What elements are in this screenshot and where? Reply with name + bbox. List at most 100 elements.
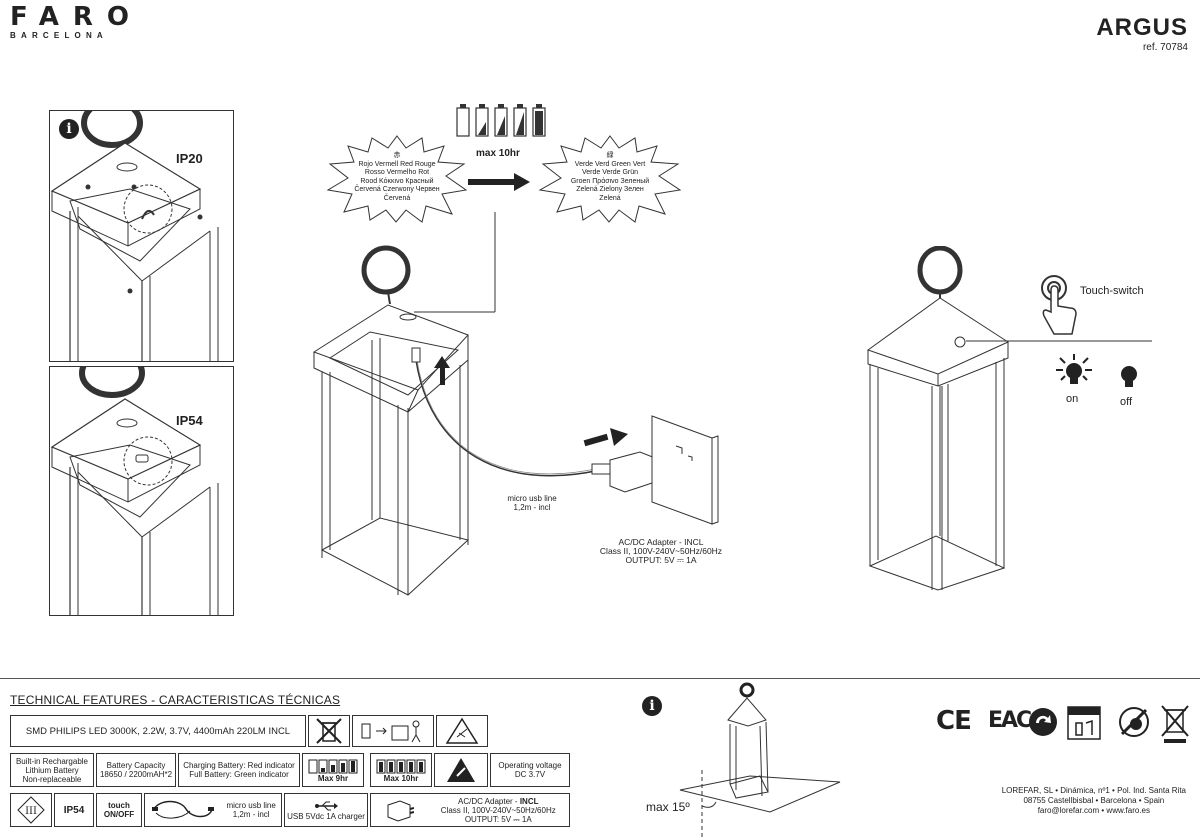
light-on-icon [1056,354,1092,384]
tilt-drawing [679,682,841,837]
tech-recycle-cell [352,715,434,747]
brand-city: BARCELONA [10,31,108,40]
tech-usb-line-length: 1,2m - incl [232,810,270,819]
product-name: ARGUS [1096,14,1188,41]
brand-name: FARO [10,2,144,32]
touch-label: touch [108,801,130,810]
lantern-closeup-ip54-drawing [50,367,219,615]
burst-shape-icon [326,135,468,223]
rohs-compliant-icon [1119,707,1149,737]
tech-warning-cell [436,715,488,747]
adapter-output: OUTPUT: 5V ⎓ 1A [625,555,697,565]
class-iii-icon: III [17,796,45,824]
touch-switch-label: Touch-switch [1080,285,1144,297]
address-line-2: 08755 Castellbisbal • Barcelona • Spain [1023,796,1165,805]
green-text-line-4: Groen Πράσινο Зеленый [570,177,650,185]
usb-charger-label: USB 5Vdc 1A charger [287,811,365,821]
charging-indicator-green: Full Battery: Green indicator [189,770,289,779]
ce-mark-icon: CE [936,706,972,736]
battery-capacity-value: 18650 / 2200mAH*2 [99,770,173,779]
light-off-icon [1121,366,1137,387]
tech-title: TECHNICAL FEATURES - CARACTERISTICAS TÉC… [10,693,341,707]
red-text-line-5: Červená Czerwony Червен [354,186,440,193]
red-text-line-2: Rojo Vermell Red Rouge [358,160,436,168]
green-text-line-1: 緑 [606,152,614,159]
adapter-label: AC/DC Adapter - INCL [618,537,704,547]
battery-levels-icon [456,104,546,137]
voltage-label: Operating voltage [498,761,562,770]
tech-usb-line-label: micro usb line [226,801,276,810]
company-address: LOREFAR, SL • Dinámica, nº1 • Pol. Ind. … [1002,786,1186,816]
red-text-line-1: 赤 [393,152,401,159]
light-on-label: on [1066,393,1079,405]
tech-class-iii-cell: III [10,793,52,827]
tech-max9-cell: Max 9hr [302,753,364,787]
tech-esd-cell [434,753,488,787]
adapter-class: Class II, 100V-240V~50Hz/60Hz [599,546,723,556]
usb-icon [315,801,338,810]
light-off-label: off [1120,396,1133,408]
ip54-panel: IP54 [49,366,234,616]
red-text-line-3: Rosso Vermelho Rot [364,169,430,176]
info-icon: i [642,696,662,716]
address-line-3: faro@lorefar.com • www.faro.es [1037,806,1150,815]
battery-type-2: Lithium Battery [25,765,79,775]
section-divider [0,678,1200,679]
green-text-line-2: Verde Verd Green Vert [574,160,646,168]
tech-adapter-incl: INCL [519,796,539,806]
no-trash-icon [316,718,342,744]
tilt-label: max 15º [646,800,690,814]
battery-levels-icon [376,759,426,773]
tech-adapter-output: OUTPUT: 5V ⎓ 1A [464,814,532,824]
arrow-right-icon [468,173,530,191]
green-text-line-5: Zelená Zielony Зелен [576,186,644,193]
esd-warning-icon [447,758,475,782]
ip20-panel: i IP20 [49,110,234,362]
tech-adapter-title: AC/DC Adapter - [458,796,520,806]
green-text-line-6: Zelená [599,194,621,202]
brand-logo: FARO BARCELONA [10,4,143,40]
red-text-line-4: Rood Κόκκινο Красный [360,177,434,185]
usb-line-length: 1,2m - incl [513,503,551,512]
max-10hr-label: Max 10hr [383,773,419,783]
rohs-recycle-icon [1029,708,1057,736]
lantern-touch-drawing [866,246,1152,591]
ip54-label: IP54 [176,413,203,428]
tech-max10-cell: Max 10hr [370,753,432,787]
voltage-value: DC 3.7V [514,770,546,779]
usb-cable-icon [152,800,215,819]
burst-shape-icon [538,135,682,223]
touch-hand-icon [1041,275,1077,335]
eac-mark-icon: EAC [988,708,1032,733]
tech-no-trash-cell [308,715,350,747]
battery-capacity-label: Battery Capacity [106,761,166,770]
svg-text:III: III [25,806,37,817]
usb-line-label: micro usb line [507,494,557,503]
address-line-1: LOREFAR, SL • Dinámica, nº1 • Pol. Ind. … [1001,786,1186,795]
red-indicator-burst: 赤 Rojo Vermell Red Rouge Rosso Vermelho … [326,134,468,224]
lantern-charging-drawing [312,212,719,596]
battery-levels-icon [308,759,358,773]
recycle-box-icon [1067,706,1101,740]
info-icon: i [59,119,79,139]
charge-duration: max 10hr [476,148,520,159]
lantern-closeup-ip20-drawing [50,111,219,361]
adapter-icon [387,800,415,822]
tech-ip54: IP54 [54,793,94,827]
red-text-line-6: Červená [383,194,411,202]
product-header: ARGUS ref. 70784 [1096,14,1188,54]
recycle-icon [361,720,421,743]
tech-adapter-class: Class II, 100V-240V~50Hz/60Hz [440,805,556,815]
battery-type-1: Built-in Rechargable [15,756,89,766]
warning-icon [445,717,479,744]
battery-type-3: Non-replaceable [22,774,82,784]
green-text-line-3: Verde Verde Grün [581,169,639,176]
tech-usb-charger: USB 5Vdc 1A charger [284,793,368,827]
